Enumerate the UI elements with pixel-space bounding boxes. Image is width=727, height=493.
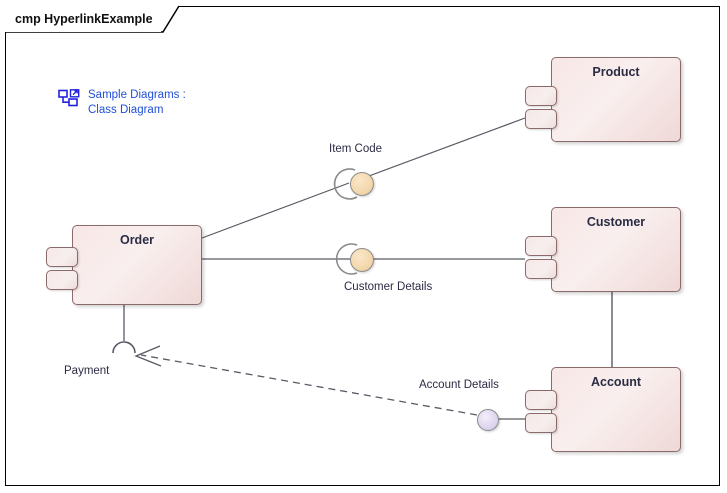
component-account-port-2[interactable]	[525, 413, 557, 433]
component-product[interactable]: Product	[551, 57, 681, 142]
hyperlink-line2: Class Diagram	[88, 104, 164, 116]
diagram-link-icon	[58, 89, 80, 109]
component-account-port-1[interactable]	[525, 390, 557, 410]
frame-title-tab: cmp HyperlinkExample	[5, 6, 161, 32]
frame-title-label: cmp HyperlinkExample	[15, 12, 153, 26]
component-product-port-1[interactable]	[525, 86, 557, 106]
hyperlink-label: Sample Diagrams : Class Diagram	[88, 88, 186, 118]
interface-label-payment: Payment	[64, 365, 110, 377]
interface-label-account-details: Account Details	[419, 379, 499, 391]
hyperlink-line1: Sample Diagrams :	[88, 89, 186, 101]
interface-ball-customer-details[interactable]	[350, 248, 374, 272]
component-customer-label: Customer	[586, 215, 646, 229]
component-order-port-2[interactable]	[46, 270, 78, 290]
component-order-port-1[interactable]	[46, 247, 78, 267]
interface-lollipop-account-details[interactable]	[477, 409, 499, 431]
hyperlink-sample-diagrams[interactable]: Sample Diagrams : Class Diagram	[58, 88, 186, 118]
component-order-label: Order	[119, 233, 155, 247]
component-customer[interactable]: Customer	[551, 207, 681, 292]
interface-ball-item-code[interactable]	[350, 172, 374, 196]
component-customer-port-2[interactable]	[525, 259, 557, 279]
component-account[interactable]: Account	[551, 367, 681, 452]
interface-label-item-code: Item Code	[329, 143, 383, 155]
component-product-label: Product	[592, 65, 640, 79]
component-customer-port-1[interactable]	[525, 236, 557, 256]
component-product-port-2[interactable]	[525, 109, 557, 129]
interface-label-customer-details: Customer Details	[344, 281, 433, 293]
component-account-label: Account	[591, 375, 641, 389]
component-order[interactable]: Order	[72, 225, 202, 305]
